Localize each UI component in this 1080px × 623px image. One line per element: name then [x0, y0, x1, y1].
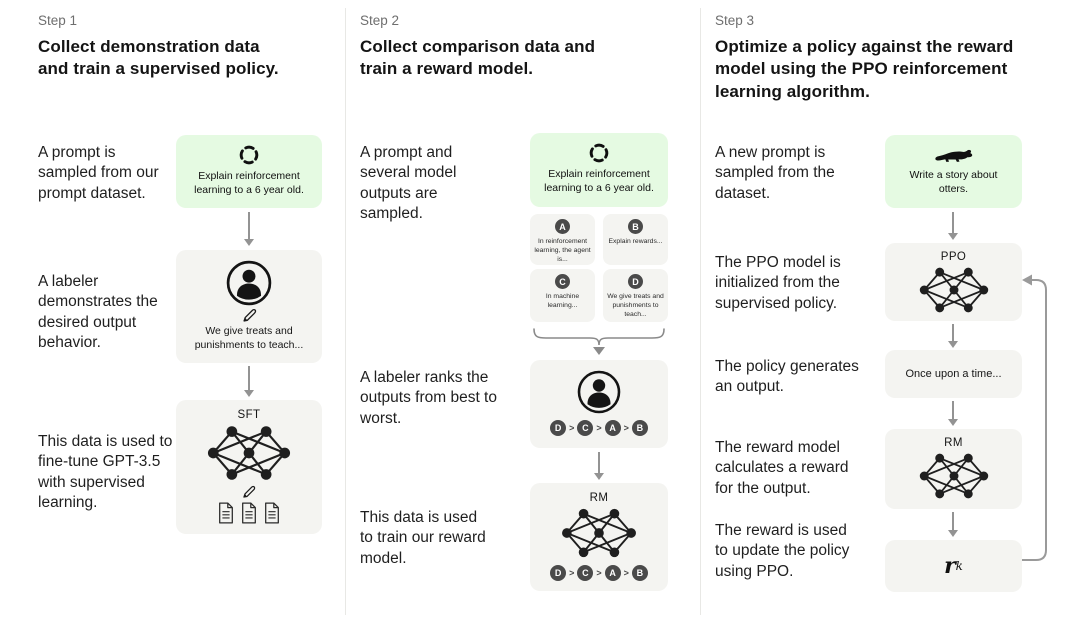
rank-separator: >: [569, 568, 575, 578]
reward-subscript: k: [955, 559, 963, 573]
down-arrow-icon: [947, 401, 959, 426]
step3-caption-generates: The policy generates an output.: [715, 358, 859, 396]
dashed-circle-sample-icon: [238, 144, 260, 166]
dashed-circle-sample-icon: [588, 142, 610, 164]
step3-ppo-model-box: PPO: [885, 243, 1022, 321]
neural-network-icon: [918, 452, 989, 500]
step1-title: Collect demonstration data and train a s…: [38, 37, 279, 79]
rank-badge: C: [577, 565, 594, 581]
rank-badge: C: [577, 420, 594, 436]
rank-badge: B: [631, 565, 648, 581]
output-badge: D: [628, 274, 643, 289]
step1-label: Step 1: [38, 13, 78, 28]
down-arrow-icon: [947, 324, 959, 348]
output-box-d: D We give treats and punishments to teac…: [603, 269, 668, 322]
step1-caption-labeler: A labeler demonstrates the desired outpu…: [38, 273, 158, 352]
rank-badge: D: [550, 420, 567, 436]
output-box-a: A In reinforcement learning, the agent i…: [530, 214, 595, 265]
rank-separator: >: [623, 568, 629, 578]
step3-caption-prompt: A new prompt is sampled from the dataset…: [715, 144, 835, 202]
output-box-b: B Explain rewards...: [603, 214, 668, 265]
step3-caption-ppo-init: The PPO model is initialized from the su…: [715, 254, 841, 312]
person-icon: [226, 260, 272, 306]
step1-sft-model-box: SFT: [176, 400, 322, 534]
output-badge: B: [628, 219, 643, 234]
rank-separator: >: [596, 568, 602, 578]
person-icon: [577, 370, 621, 414]
column-divider: [345, 8, 346, 615]
column-divider: [700, 8, 701, 615]
pencil-icon: [243, 485, 256, 498]
step2-caption-train: This data is used to train our reward mo…: [360, 509, 486, 567]
down-arrow-icon: [947, 512, 959, 537]
pencil-icon: [242, 309, 256, 322]
neural-network-icon: [918, 266, 989, 314]
step1-caption-prompt: A prompt is sampled from our prompt data…: [38, 144, 159, 202]
step3-caption-update: The reward is used to update the policy …: [715, 522, 850, 580]
neural-network-icon: [561, 507, 637, 559]
ranking-row: D > C > A > B: [550, 565, 648, 581]
down-arrow-icon: [243, 366, 255, 397]
output-badge: A: [555, 219, 570, 234]
step1-labeler-text: We give treats and punishments to teach.…: [194, 325, 304, 351]
step2-caption-sampled: A prompt and several model outputs are s…: [360, 144, 457, 223]
step2-caption-ranks: A labeler ranks the outputs from best to…: [360, 369, 497, 427]
step1-prompt-box: Explain reinforcement learning to a 6 ye…: [176, 135, 322, 208]
step2-model-label: RM: [589, 492, 609, 504]
brace-arrow-icon: [533, 328, 665, 355]
rank-badge: B: [631, 420, 648, 436]
step1-prompt-text: Explain reinforcement learning to a 6 ye…: [194, 170, 304, 196]
step3-output-text: Once upon a time...: [905, 367, 1002, 380]
rank-separator: >: [623, 423, 629, 433]
down-arrow-icon: [947, 212, 959, 240]
step3-rm-model-box: RM: [885, 429, 1022, 509]
output-badge: C: [555, 274, 570, 289]
step3-ppo-label: PPO: [940, 251, 967, 263]
step3-caption-reward-calc: The reward model calculates a reward for…: [715, 439, 849, 497]
neural-network-icon: [206, 425, 292, 481]
rank-separator: >: [596, 423, 602, 433]
feedback-loop-arrow: [1022, 274, 1047, 561]
step2-label: Step 2: [360, 13, 400, 28]
step3-prompt-text: Write a story about otters.: [909, 169, 998, 195]
step2-title: Collect comparison data and train a rewa…: [360, 37, 596, 79]
document-icon: [242, 502, 256, 524]
output-text: In machine learning...: [545, 293, 580, 310]
step2-labeler-box: D > C > A > B: [530, 360, 668, 448]
rank-badge: A: [604, 565, 621, 581]
step1-model-label: SFT: [237, 409, 261, 421]
step1-caption-finetune: This data is used to fine-tune GPT-3.5 w…: [38, 433, 173, 512]
step2-prompt-text: Explain reinforcement learning to a 6 ye…: [544, 168, 654, 194]
rank-separator: >: [569, 423, 575, 433]
rank-badge: A: [604, 420, 621, 436]
step3-rm-label: RM: [944, 437, 963, 449]
output-text: We give treats and punishments to teach.…: [607, 293, 664, 319]
step3-title: Optimize a policy against the reward mod…: [715, 37, 1014, 101]
otter-icon: [934, 149, 972, 162]
step2-rm-model-box: RM D > C > A > B: [530, 483, 668, 591]
output-text: Explain rewards...: [608, 238, 663, 245]
reward-symbol: r: [944, 553, 956, 579]
down-arrow-icon: [593, 452, 605, 480]
step1-labeler-box: We give treats and punishments to teach.…: [176, 250, 322, 363]
output-box-c: C In machine learning...: [530, 269, 595, 322]
ranking-row: D > C > A > B: [550, 420, 648, 436]
step3-prompt-box: Write a story about otters.: [885, 135, 1022, 208]
step2-prompt-box: Explain reinforcement learning to a 6 ye…: [530, 133, 668, 207]
output-text: In reinforcement learning, the agent is.…: [534, 238, 591, 264]
step3-label: Step 3: [715, 13, 755, 28]
document-icon: [265, 502, 279, 524]
documents-icon: [217, 502, 281, 524]
down-arrow-icon: [243, 212, 255, 246]
rank-badge: D: [550, 565, 567, 581]
document-icon: [219, 502, 233, 524]
step3-output-box: Once upon a time...: [885, 350, 1022, 398]
